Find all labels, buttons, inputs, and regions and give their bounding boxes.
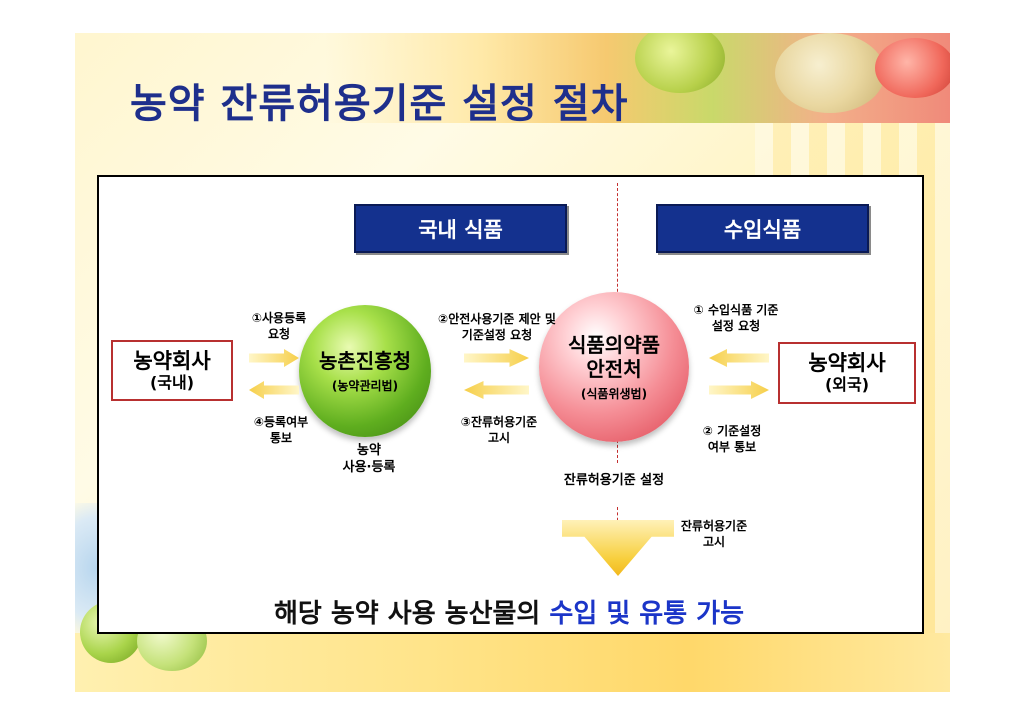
rda-law: (농약관리법) xyxy=(331,378,399,393)
slide: 농약 잔류허용기준 설정 절차 국내 식품 수입식품 농약회사 (국내) 농약회… xyxy=(75,33,950,692)
melon-image xyxy=(775,33,885,113)
rda-sphere: 농촌진흥청 (농약관리법) xyxy=(299,305,431,437)
company-name: 농약회사 xyxy=(808,351,886,375)
company-origin: (국내) xyxy=(149,372,195,392)
melon-image xyxy=(635,33,725,93)
arrow-left-icon xyxy=(464,381,529,399)
header-domestic-food: 국내 식품 xyxy=(354,204,567,253)
mfds-law: (식품위생법) xyxy=(580,386,648,401)
company-name: 농약회사 xyxy=(133,348,211,373)
conclusion-text: 해당 농약 사용 농산물의 수입 및 유통 가능 xyxy=(274,593,744,630)
mfds-sphere: 식품의약품 안전처 (식품위생법) xyxy=(539,292,689,442)
mfds-name-line2: 안전처 xyxy=(586,356,642,381)
rda-name: 농촌진흥청 xyxy=(319,348,411,373)
label-step1: ①사용등록 요청 xyxy=(251,311,307,341)
conclusion-part1: 해당 농약 사용 농산물의 xyxy=(274,599,550,629)
mfds-name-line1: 식품의약품 xyxy=(568,332,660,357)
domestic-company-box: 농약회사 (국내) xyxy=(111,340,233,401)
arrow-right-icon xyxy=(249,349,299,367)
label-notice: 잔류허용기준 고시 xyxy=(680,519,748,549)
arrow-down-icon xyxy=(562,520,674,576)
rda-role-label: 농약 사용·등록 xyxy=(342,443,396,475)
label-step2: ②안전사용기준 제안 및 기준설정 요청 xyxy=(438,312,556,342)
strawberry-image xyxy=(875,38,950,98)
foreign-company-box: 농약회사 (외국) xyxy=(778,342,916,404)
company-origin: (외국) xyxy=(824,375,870,394)
label-step4: ④등록여부 통보 xyxy=(253,415,309,445)
page-title: 농약 잔류허용기준 설정 절차 xyxy=(130,81,629,127)
header-imported-food: 수입식품 xyxy=(656,204,869,253)
diagram-panel: 국내 식품 수입식품 농약회사 (국내) 농약회사 (외국) 농촌진흥청 (농약… xyxy=(97,175,924,634)
arrow-left-icon xyxy=(709,349,769,367)
arrow-right-icon xyxy=(709,381,769,399)
arrow-left-icon xyxy=(249,381,299,399)
arrow-right-icon xyxy=(464,349,529,367)
label-step3: ③잔류허용기준 고시 xyxy=(460,415,538,445)
mfds-role-label: 잔류허용기준 설정 xyxy=(563,473,665,488)
label-import-step1: ① 수입식품 기준 설정 요청 xyxy=(693,303,779,333)
label-import-step2: ② 기준설정 여부 통보 xyxy=(702,424,762,454)
conclusion-highlight: 수입 및 유통 가능 xyxy=(549,599,745,629)
background-band xyxy=(75,633,950,692)
